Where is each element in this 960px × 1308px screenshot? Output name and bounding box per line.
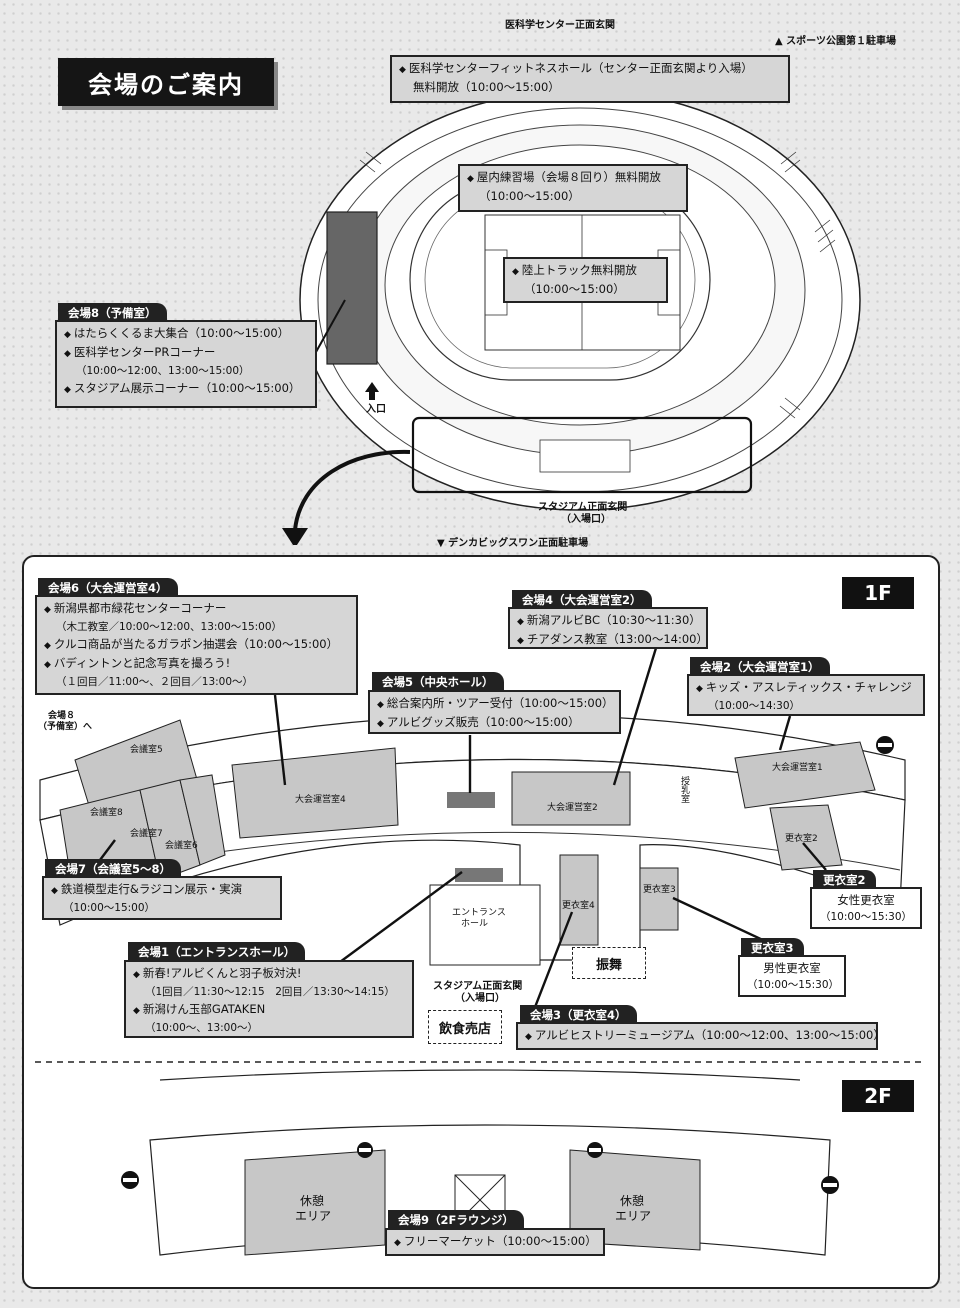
locker2-line-1: 女性更衣室 xyxy=(837,893,895,907)
venue1-box: 新春!アルビくんと羽子板対決! （1回目／11:30〜12:15 2回目／13:… xyxy=(124,960,414,1038)
indoor-line-2: （10:00〜15:00） xyxy=(479,189,580,203)
fitness-line-1: 医科学センターフィットネスホール（センター正面玄関より入場） xyxy=(399,60,781,79)
venue7-box: 鉄道模型走行&ラジコン展示・実演 （10:00〜15:00） xyxy=(42,876,282,920)
venue6-item-1: 新潟県都市緑花センターコーナー xyxy=(44,600,349,619)
sports-park-parking-label: ▲ スポーツ公園第１駐車場 xyxy=(775,36,896,47)
room-koui4: 更衣室4 xyxy=(562,901,595,911)
locker2-line-2: （10:00〜15:30） xyxy=(819,911,913,923)
venue1-item-2: 新潟けん玉部GATAKEN xyxy=(133,1001,405,1020)
venue1-sub-1: （1回目／11:30〜12:15 2回目／13:30〜14:15） xyxy=(145,986,395,998)
venue4-item-1: 新潟アルビBC（10:30〜11:30） xyxy=(517,612,701,631)
indoor-practice-box: 屋内練習場（会場８回り）無料開放 （10:00〜15:00） xyxy=(458,164,688,212)
track-line-1: 陸上トラック無料開放 xyxy=(512,262,659,281)
rest-area-right-1: 休憩 xyxy=(620,1194,645,1208)
food-stall-area: 飲食売店 xyxy=(428,1010,502,1044)
venue9-box: フリーマーケット（10:00〜15:00） xyxy=(385,1228,605,1256)
venue8-sub: （10:00〜12:00、13:00〜15:00） xyxy=(76,365,250,377)
venue2-item-1: キッズ・アスレティックス・チャレンジ xyxy=(696,679,916,698)
room-koui3: 更衣室3 xyxy=(643,885,676,895)
venue4-item-2: チアダンス教室（13:00〜14:00） xyxy=(517,631,708,650)
floor-1f-label: 1F xyxy=(842,577,914,609)
venue1-sub-2: （10:00〜、13:00〜） xyxy=(145,1022,259,1034)
venue9-tag: 会場9（2Fラウンジ） xyxy=(388,1210,524,1230)
page-title: 会場のご案内 xyxy=(58,58,274,106)
locker3-line-2: （10:00〜15:30） xyxy=(747,979,840,991)
venue6-item-3: バディントンと記念写真を撮ろう! xyxy=(44,655,349,674)
entrance-hall-label-1: エントランス xyxy=(452,908,506,918)
venue6-sub-3: （１回目／11:00〜、２回目／13:00〜） xyxy=(56,676,254,688)
venue3-tag: 会場3（更衣室4） xyxy=(520,1005,637,1025)
venue8-link-label-2: （予備室）へ xyxy=(38,722,93,732)
locker3-line-1: 男性更衣室 xyxy=(763,961,821,975)
rest-area-left-1: 休憩 xyxy=(300,1194,325,1208)
venue8-item-2: 医科学センターPRコーナー xyxy=(64,344,308,363)
venue6-tag: 会場6（大会運営室4） xyxy=(38,578,178,598)
venue7-item-1: 鉄道模型走行&ラジコン展示・実演 xyxy=(51,881,273,900)
indoor-line-1: 屋内練習場（会場８回り）無料開放 xyxy=(467,169,679,188)
room-taikai1: 大会運営室1 xyxy=(772,763,823,773)
venue4-tag: 会場4（大会運営室2） xyxy=(512,590,652,610)
venue5-item-1: 総合案内所・ツアー受付（10:00〜15:00） xyxy=(377,695,614,714)
room-koui2: 更衣室2 xyxy=(785,834,818,844)
venue8-item-3: スタジアム展示コーナー（10:00〜15:00） xyxy=(64,380,308,399)
fitness-line-2: 無料開放（10:00〜15:00） xyxy=(413,80,560,94)
venue3-item-1: アルビヒストリーミュージアム（10:00〜12:00、13:00〜15:00） xyxy=(525,1027,885,1046)
fitness-hall-box: 医科学センターフィットネスホール（センター正面玄関より入場） 無料開放（10:0… xyxy=(390,55,790,103)
venue4-box: 新潟アルビBC（10:30〜11:30） チアダンス教室（13:00〜14:00… xyxy=(508,607,708,649)
stadium-entrance-label: スタジアム正面玄関 xyxy=(538,502,628,513)
room-kaigi7: 会議室7 xyxy=(130,829,163,839)
venue1-tag: 会場1（エントランスホール） xyxy=(128,942,306,962)
furumai-area: 振舞 xyxy=(572,947,646,979)
venue6-item-2: クルコ商品が当たるガラポン抽選会（10:00〜15:00） xyxy=(44,636,349,655)
locker3-box: 男性更衣室 （10:00〜15:30） xyxy=(738,955,846,997)
venue8-tag: 会場8（予備室） xyxy=(58,303,167,323)
entrance-arrow-label: 入口 xyxy=(366,404,386,415)
denka-parking-label: ▼ デンカビッグスワン正面駐車場 xyxy=(437,538,589,549)
venue7-tag: 会場7（会議室5〜8） xyxy=(45,859,182,879)
locker3-tag: 更衣室3 xyxy=(741,938,804,958)
room-kaigi6: 会議室6 xyxy=(165,841,198,851)
venue5-item-2: アルビグッズ販売（10:00〜15:00） xyxy=(377,714,612,733)
venue7-sub-1: （10:00〜15:00） xyxy=(63,902,156,914)
locker2-tag: 更衣室2 xyxy=(813,870,876,890)
venue3-box: アルビヒストリーミュージアム（10:00〜12:00、13:00〜15:00） xyxy=(516,1022,885,1050)
venue2-box: キッズ・アスレティックス・チャレンジ （10:00〜14:30） xyxy=(687,674,925,716)
room-kaigi5: 会議室5 xyxy=(130,745,163,755)
venue8-item-1: はたらくくるま大集合（10:00〜15:00） xyxy=(64,325,308,344)
venue5-tag: 会場5（中央ホール） xyxy=(372,672,504,692)
entrance-hall-label-2: ホール xyxy=(461,919,489,929)
track-line-2: （10:00〜15:00） xyxy=(524,282,625,296)
venue8-box: はたらくくるま大集合（10:00〜15:00） 医科学センターPRコーナー （1… xyxy=(55,320,317,408)
venue2-sub-1: （10:00〜14:30） xyxy=(708,700,801,712)
stadium-entrance-sub-label: （入場口） xyxy=(561,514,611,525)
venue6-box: 新潟県都市緑花センターコーナー （木工教室／10:00〜12:00、13:00〜… xyxy=(35,595,358,695)
stadium-entrance-1f-2: （入場口） xyxy=(455,993,505,1004)
stadium-entrance-1f-1: スタジアム正面玄関 xyxy=(433,981,523,992)
locker2-box: 女性更衣室 （10:00〜15:30） xyxy=(810,887,922,929)
venue8-link-label-1: 会場８ xyxy=(48,711,76,721)
venue1-item-1: 新春!アルビくんと羽子板対決! xyxy=(133,965,405,984)
room-jusyu: 授乳室 xyxy=(679,776,689,803)
floor-2f-label: 2F xyxy=(842,1080,914,1112)
venue5-box: 総合案内所・ツアー受付（10:00〜15:00） アルビグッズ販売（10:00〜… xyxy=(368,690,621,734)
venue9-item-1: フリーマーケット（10:00〜15:00） xyxy=(394,1233,597,1252)
rest-area-right-2: エリア xyxy=(615,1209,652,1223)
room-kaigi8: 会議室8 xyxy=(90,808,123,818)
med-center-entrance-label: 医科学センター正面玄関 xyxy=(505,20,615,31)
room-taikai2: 大会運営室2 xyxy=(547,803,598,813)
track-box: 陸上トラック無料開放 （10:00〜15:00） xyxy=(503,257,668,303)
rest-area-left-2: エリア xyxy=(295,1209,332,1223)
venue6-sub-1: （木工教室／10:00〜12:00、13:00〜15:00） xyxy=(56,621,283,633)
venue2-tag: 会場2（大会運営室1） xyxy=(690,657,830,677)
room-taikai4: 大会運営室4 xyxy=(295,795,346,805)
